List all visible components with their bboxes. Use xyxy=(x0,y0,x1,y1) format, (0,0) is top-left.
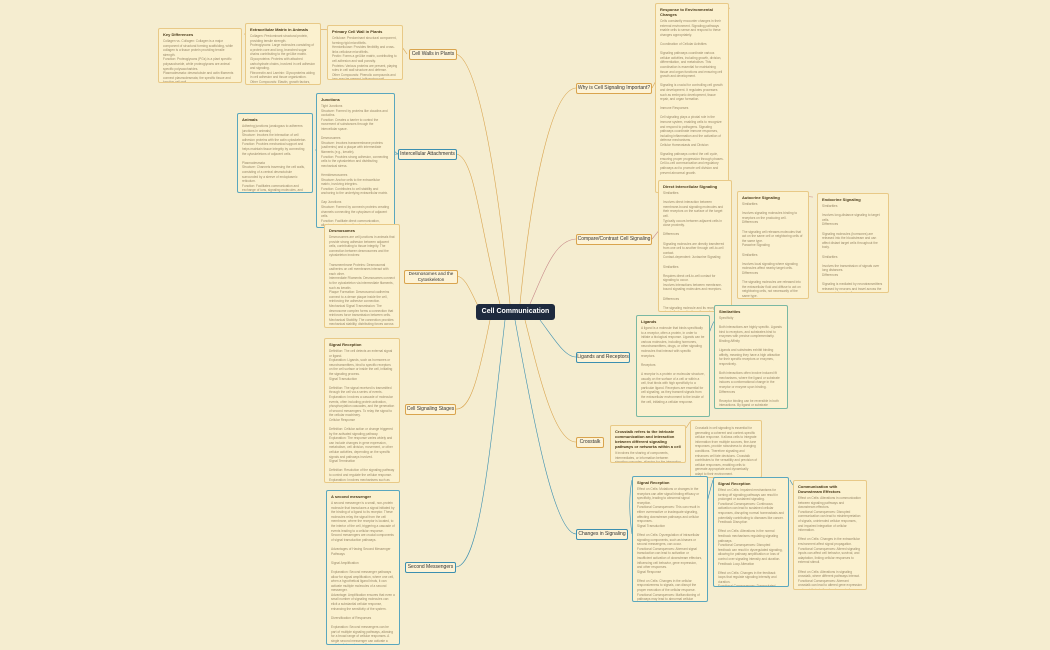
link-cell-walls xyxy=(455,53,511,305)
central-topic[interactable]: Cell Communication xyxy=(476,304,555,320)
note-title: Endocrine Signaling xyxy=(822,197,861,202)
note-body: Similarities Involves long-distance sign… xyxy=(822,204,883,292)
link-stages xyxy=(455,319,491,410)
note-compare-endocrine: Endocrine Signaling Similarities Involve… xyxy=(817,193,889,293)
link-intercellular xyxy=(455,153,501,305)
note-extracellular-matrix: Extracellular Matrix in Animals Collagen… xyxy=(245,23,321,85)
branch-why-signaling[interactable]: Why is Cell Signaling Important? xyxy=(576,83,652,94)
note-key-differences: Key Differences Collagen vs. Collagen: C… xyxy=(158,28,242,83)
note-body: Effect on Cells: Alterations in communic… xyxy=(798,496,862,590)
note-body: Similarities Involves signaling molecule… xyxy=(742,202,803,298)
note-title: Crosstalk refers to the intricate commun… xyxy=(615,429,681,449)
note-compare-autocrine: Autocrine Signaling Similarities Involve… xyxy=(737,191,809,299)
note-body: Effect on Cells: Mutations or changes in… xyxy=(637,487,703,602)
note-changes-3: Communication with Downstream Effectors … xyxy=(793,480,867,590)
note-primary-wall: Primary Cell Wall in Plants Cellulose: P… xyxy=(327,25,403,80)
link-second xyxy=(455,319,506,568)
note-title: Signal Reception xyxy=(637,480,670,485)
link-why xyxy=(519,87,577,305)
link-changes xyxy=(514,319,577,535)
link-compare xyxy=(529,238,577,305)
note-stages-detail: Signal Reception Definition: The cell de… xyxy=(324,338,400,483)
note-title: Key Differences xyxy=(163,32,194,37)
note-title: Signal Reception xyxy=(329,342,362,347)
note-title: Response to Environmental Changes xyxy=(660,7,713,17)
note-desmosome-detail: Desmosomes Desmosomes are cell junctions… xyxy=(324,224,400,328)
note-changes-2: Signal Reception Effect on Cells: Impair… xyxy=(713,477,789,587)
note-body: Collagen: Predominant structural protein… xyxy=(250,34,316,84)
note-crosstalk-detail: Crosstalk in cell signaling is essential… xyxy=(690,420,762,478)
branch-compare-contrast[interactable]: Compare/Contrast Cell Signaling xyxy=(576,234,652,245)
note-title: A second messenger xyxy=(331,494,372,499)
note-title: Autocrine Signaling xyxy=(742,195,780,200)
note-body: Definition: The cell detects an external… xyxy=(329,349,395,482)
note-title: Communication with Downstream Effectors xyxy=(798,484,841,494)
note-title: Animals xyxy=(242,117,258,122)
note-title: Extracellular Matrix in Animals xyxy=(250,27,309,32)
note-title: Signal Reception xyxy=(718,481,751,486)
link-ligands xyxy=(539,319,577,358)
note-body: Crosstalk in cell signaling is essential… xyxy=(695,426,758,476)
note-title: Primary Cell Wall in Plants xyxy=(332,29,383,34)
note-body: Tight Junctions Structure: Formed by pro… xyxy=(321,104,390,227)
note-ligand-detail: Ligands A ligand is a molecule that bind… xyxy=(636,315,710,417)
note-body: Cellulose: Predominant structural compon… xyxy=(332,36,398,80)
note-body: Effect on Cells: Impaired mechanisms for… xyxy=(718,488,784,587)
branch-signaling-stages[interactable]: Cell Signaling Stages xyxy=(405,404,456,415)
branch-desmosomes[interactable]: Desmosomes and the Cytoskeleton xyxy=(404,270,458,284)
note-title: Similarities xyxy=(719,309,741,314)
note-body: Desmosomes are cell junctions in animals… xyxy=(329,235,395,327)
note-anchoring: Animals Adhering junctions (analogous to… xyxy=(237,113,313,193)
note-junctions: Junctions Tight Junctions Structure: For… xyxy=(316,93,395,228)
note-compare-direct: Direct Intercellular Signaling Similarit… xyxy=(658,180,732,312)
branch-ligands-receptors[interactable]: Ligands and Receptors xyxy=(576,352,630,363)
note-title: Direct Intercellular Signaling xyxy=(663,184,718,189)
note-ligand-specificity: Similarities Specificity Both interactio… xyxy=(714,305,788,409)
branch-cell-walls[interactable]: Cell Walls in Plants xyxy=(409,49,457,60)
note-body: Cells constantly encounter changes in th… xyxy=(660,19,724,175)
note-body: A ligand is a molecule that binds specif… xyxy=(641,326,705,404)
note-title: Desmosomes xyxy=(329,228,356,233)
note-title: Junctions xyxy=(321,97,340,102)
note-body: Collagen vs. Collagen: Collagen is a maj… xyxy=(163,39,234,83)
note-body: Similarities Involves direct interaction… xyxy=(663,191,725,311)
note-title: Ligands xyxy=(641,319,657,324)
note-body: A second messenger is a small, non-prote… xyxy=(331,501,395,644)
note-changes-1: Signal Reception Effect on Cells: Mutati… xyxy=(632,476,708,602)
branch-second-messengers[interactable]: Second Messengers xyxy=(405,562,456,573)
note-body: Specificity Both interactions are highly… xyxy=(719,316,782,408)
note-body: It involves the sharing of components, i… xyxy=(615,451,681,463)
branch-changes-signaling[interactable]: Changes in Signaling xyxy=(576,529,628,540)
branch-crosstalk[interactable]: Crosstalk xyxy=(576,437,604,448)
branch-intercellular-attachments[interactable]: Intercellular Attachments xyxy=(398,149,457,160)
note-why-importance: Response to Environmental Changes Cells … xyxy=(655,3,729,193)
note-crosstalk-definition: Crosstalk refers to the intricate commun… xyxy=(610,425,686,463)
note-second-messenger-detail: A second messenger A second messenger is… xyxy=(326,490,400,645)
link-crosstalk xyxy=(524,319,577,443)
note-body: Adhering junctions (analogous to adheren… xyxy=(242,124,307,193)
